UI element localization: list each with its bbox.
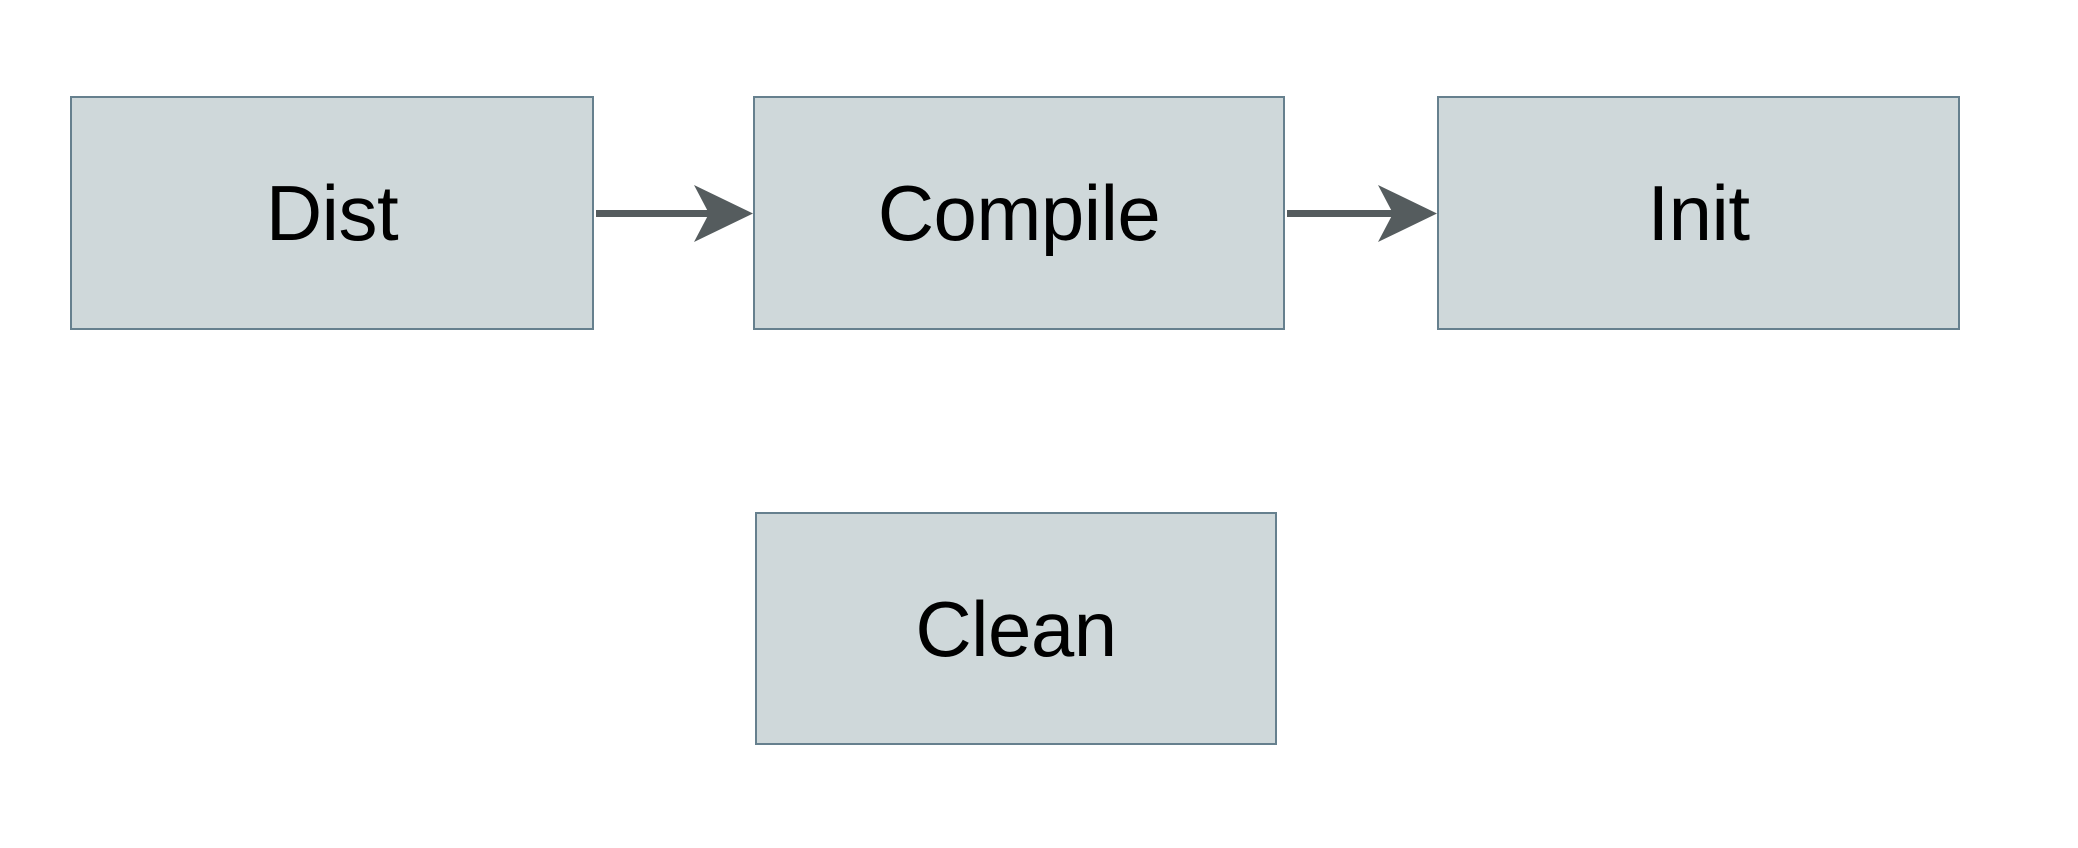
node-compile-label: Compile	[877, 169, 1161, 257]
node-dist-label: Dist	[265, 169, 399, 257]
node-compile[interactable]: Compile	[753, 96, 1285, 330]
node-init-label: Init	[1647, 169, 1750, 257]
edge-dist-to-compile[interactable]	[596, 185, 753, 242]
arrowhead-dist-to-compile	[694, 185, 753, 242]
edge-compile-to-init[interactable]	[1287, 185, 1437, 242]
arrowhead-compile-to-init	[1378, 185, 1437, 242]
node-init[interactable]: Init	[1437, 96, 1960, 330]
node-clean-label: Clean	[915, 584, 1117, 673]
node-dist[interactable]: Dist	[70, 96, 594, 330]
node-clean[interactable]: Clean	[755, 512, 1277, 745]
